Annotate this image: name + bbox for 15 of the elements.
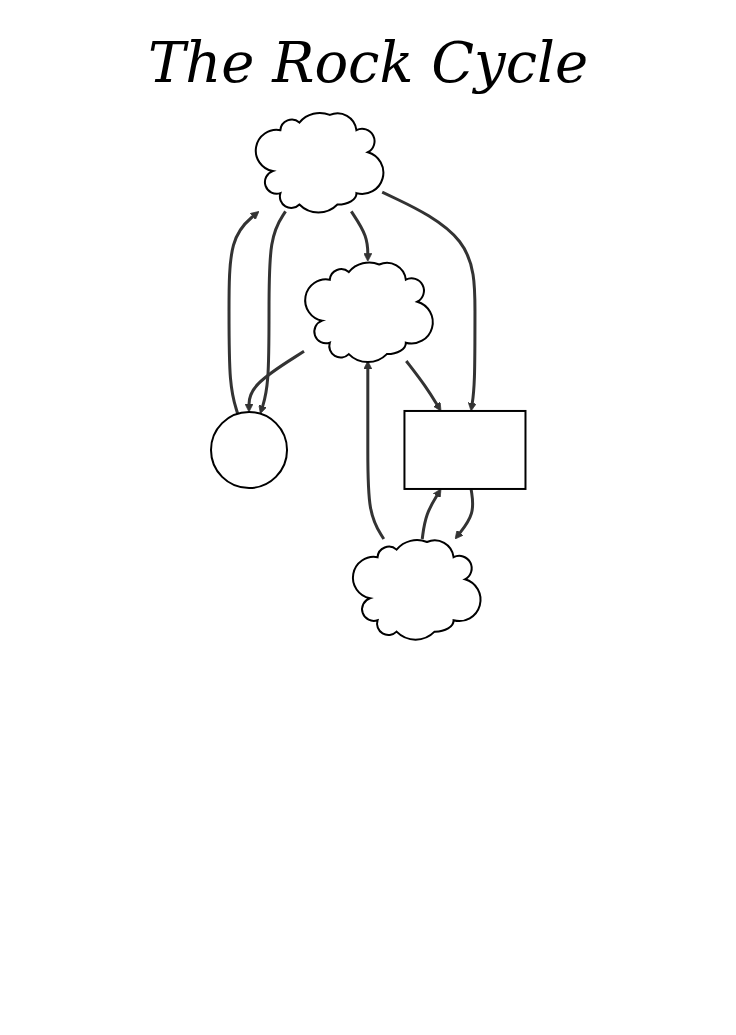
node-cloud xyxy=(351,539,482,641)
arrow xyxy=(227,211,260,415)
arrow xyxy=(404,360,442,412)
arrow xyxy=(454,488,474,540)
node-circle xyxy=(209,410,288,489)
arrow xyxy=(349,210,372,262)
title: The Rock Cycle xyxy=(146,30,590,95)
arrow xyxy=(420,488,442,540)
arrow xyxy=(258,210,287,415)
node-cloud xyxy=(254,112,385,214)
arrow xyxy=(244,350,305,413)
node-box xyxy=(403,409,527,490)
node-cloud xyxy=(303,261,434,364)
arrow xyxy=(363,360,385,540)
arrow xyxy=(381,190,477,412)
